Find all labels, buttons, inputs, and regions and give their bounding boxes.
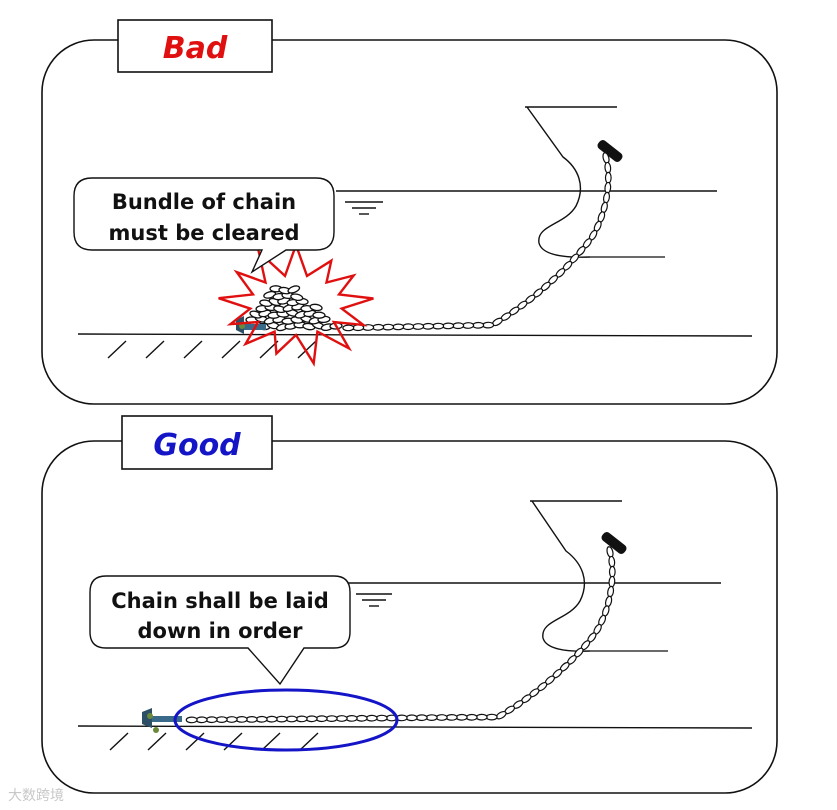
chain-link bbox=[275, 715, 288, 723]
hawse-pipe-icon bbox=[601, 532, 627, 554]
bubble-line-1: Bundle of chain bbox=[112, 190, 296, 214]
highlight-ellipse bbox=[173, 688, 399, 752]
chain-link bbox=[195, 716, 208, 724]
chain-link bbox=[432, 322, 445, 330]
chain-link bbox=[290, 293, 304, 302]
ship-hull bbox=[530, 500, 622, 652]
watermark: 大数跨境 bbox=[8, 788, 64, 804]
chain-link bbox=[412, 323, 425, 330]
chain-link bbox=[325, 715, 338, 723]
chain-link bbox=[608, 575, 616, 588]
chain-link bbox=[335, 715, 348, 722]
chain-link bbox=[287, 285, 301, 294]
chain-pile bbox=[239, 285, 343, 332]
chain-link bbox=[604, 161, 612, 174]
chain-link bbox=[402, 323, 415, 331]
chain-link bbox=[608, 555, 616, 568]
burst-icon bbox=[218, 241, 374, 367]
panel-label: Good bbox=[153, 428, 241, 463]
chain-link bbox=[608, 565, 616, 578]
panel-frame bbox=[41, 440, 778, 794]
chain-link bbox=[225, 716, 238, 723]
chain-link bbox=[455, 713, 468, 721]
chain-link bbox=[442, 322, 455, 330]
chain-link bbox=[235, 715, 248, 723]
bubble-line-1: Chain shall be laid bbox=[111, 589, 329, 613]
chain-link bbox=[365, 714, 378, 722]
chain-link bbox=[185, 716, 198, 724]
chain-link bbox=[342, 324, 355, 332]
panel-bad: Bad bbox=[41, 19, 778, 405]
chain-link bbox=[415, 714, 428, 722]
chain-link bbox=[345, 714, 358, 722]
chain-link bbox=[255, 715, 268, 723]
chain-link bbox=[215, 716, 228, 724]
chain-link bbox=[485, 713, 498, 721]
chain-link bbox=[265, 715, 278, 723]
chain-link bbox=[305, 715, 318, 723]
anchor-icon bbox=[142, 708, 182, 733]
seabed-line bbox=[77, 725, 753, 729]
chain-link bbox=[425, 714, 438, 722]
chain-link bbox=[405, 714, 418, 722]
chain-link bbox=[355, 714, 368, 722]
waterline-symbol bbox=[345, 201, 383, 215]
chain-link bbox=[604, 181, 612, 194]
panel-label: Bad bbox=[163, 31, 228, 66]
waterline-symbol bbox=[356, 593, 392, 607]
chain-link bbox=[315, 715, 328, 723]
chain-bad bbox=[342, 152, 612, 332]
anchor-icon bbox=[236, 316, 266, 334]
ship-hull bbox=[525, 106, 617, 258]
chain-link bbox=[452, 322, 465, 330]
chain-link bbox=[435, 714, 448, 721]
bubble-line-2: must be cleared bbox=[109, 221, 300, 245]
chain-link bbox=[462, 322, 475, 329]
chain-link bbox=[475, 713, 488, 721]
chain-link bbox=[472, 321, 485, 329]
chain-link bbox=[285, 715, 298, 723]
chain-link bbox=[482, 321, 495, 329]
chain-link bbox=[604, 171, 612, 184]
seabed-hatching bbox=[109, 732, 319, 751]
chain-link bbox=[309, 303, 323, 312]
label-box bbox=[117, 19, 273, 73]
bubble-line-2: down in order bbox=[138, 619, 304, 643]
speech-bubble bbox=[73, 177, 335, 274]
label-box bbox=[121, 415, 273, 470]
panel-good: Good Chain shal bbox=[41, 415, 778, 794]
seabed-line bbox=[77, 333, 753, 337]
chain-link bbox=[445, 713, 458, 721]
chain-link bbox=[205, 716, 218, 724]
panel-frame bbox=[41, 39, 778, 405]
speech-bubble bbox=[89, 575, 351, 686]
chain-good bbox=[185, 546, 616, 724]
chain-link bbox=[465, 713, 478, 721]
hawse-pipe-icon bbox=[597, 140, 623, 162]
chain-link bbox=[312, 311, 326, 319]
chain-link bbox=[382, 323, 395, 331]
chain-link bbox=[372, 323, 385, 331]
chain-link bbox=[375, 714, 388, 722]
chain-link bbox=[392, 323, 405, 331]
chain-link bbox=[422, 322, 435, 330]
chain-link bbox=[245, 715, 258, 723]
chain-link bbox=[295, 715, 308, 723]
